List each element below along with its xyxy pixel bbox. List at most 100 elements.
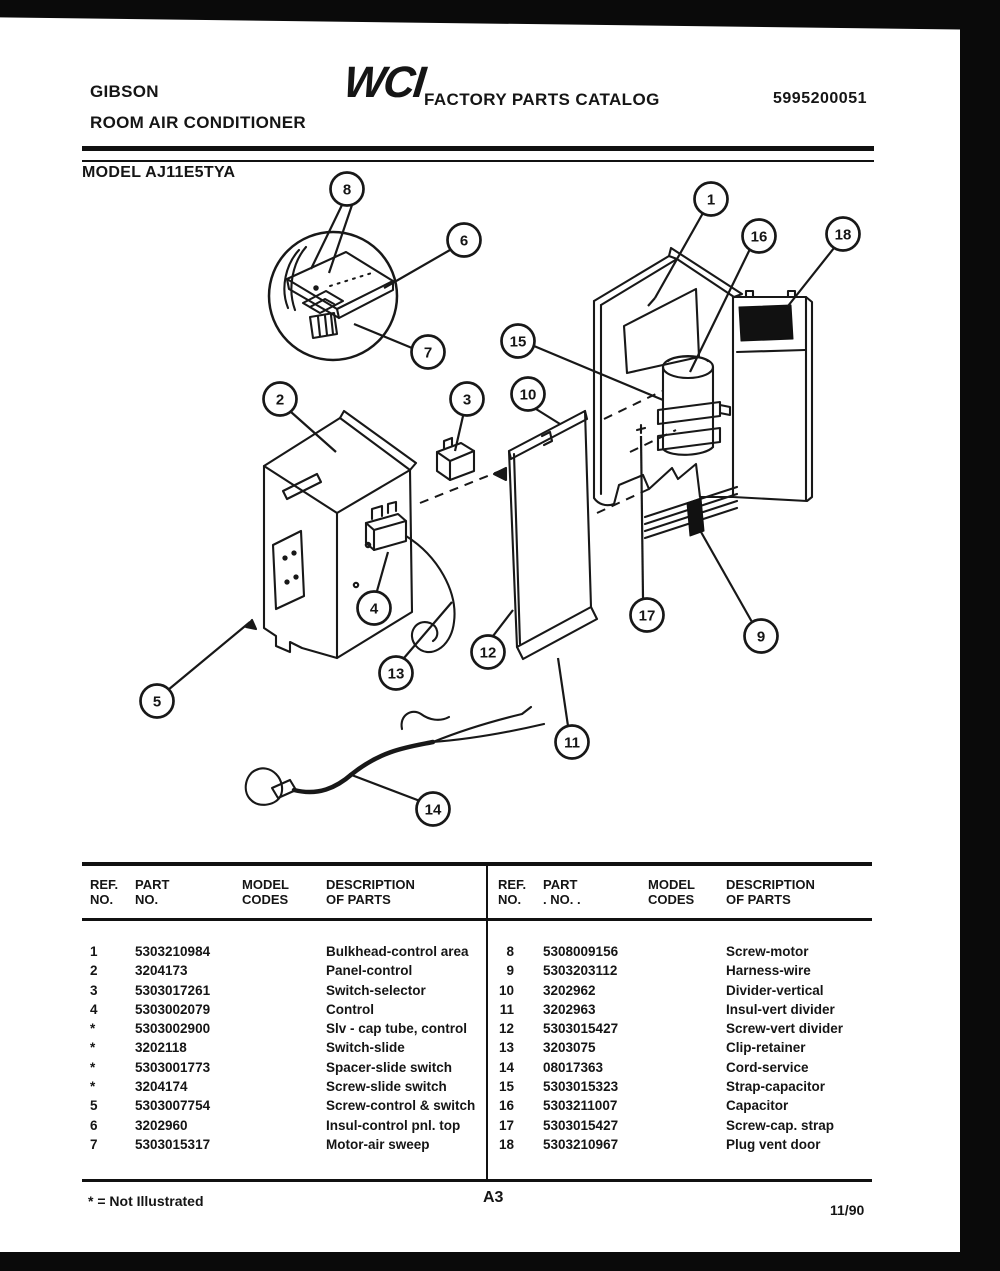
table-row: * 5303001773 Spacer-slide switch [82,1058,872,1077]
table-row: 18 5303210967 Plug vent door [82,1135,872,1154]
callout-circle [693,181,729,217]
callout-2: 2 [262,381,298,417]
table-row: 16 5303211007 Capacitor [82,1096,872,1115]
scan-right-bar [960,0,1000,1271]
date-code: 11/90 [830,1202,865,1218]
header-text: REF. [90,877,119,892]
part-no: 5308009156 [543,944,619,959]
table-row: 5 5303007754 Screw-control & switch [82,1096,872,1115]
callout-17: 17 [629,597,665,633]
page-code: A3 [483,1189,504,1206]
table-row: 9 5303203112 Harness-wire [82,961,872,980]
table-row: 8 5308009156 Screw-motor [82,942,872,961]
description: Screw-cap. strap [726,1117,835,1133]
ref-no: 17 [498,1117,514,1133]
callout-circle [446,222,482,258]
brand-line1: GIBSON [90,82,159,101]
table-row: 11 3202963 Insul-vert divider [82,1000,872,1019]
ref-no: 9 [506,963,514,979]
callout-number: 4 [370,601,379,618]
callout-leader-10 [535,408,561,425]
header-text: OF PARTS [726,892,791,907]
callout-1: 1 [693,181,729,217]
ref-no: 13 [498,1040,514,1056]
ref-no: 4 [90,1001,98,1017]
header-text: REF. [498,877,527,892]
header-text: CODES [242,892,289,907]
description: Strap-capacitor [726,1079,826,1095]
table-row: 15 5303015323 Strap-capacitor [82,1077,872,1096]
vertical-divider-part [492,409,599,661]
callout-9: 9 [743,618,779,654]
ref-no: * [90,1040,96,1056]
callout-12: 12 [470,634,506,670]
brand-line2: ROOM AIR CONDITIONER [90,113,306,132]
ref-no: 10 [498,982,514,998]
callout-circle [825,216,861,252]
callout-leader-1 [654,212,704,299]
table-row: * 3202118 Switch-slide [82,1038,872,1057]
description: Screw-motor [726,944,809,959]
callout-13: 13 [378,655,414,691]
callout-number: 6 [460,233,468,250]
table-center-divider [486,866,488,1179]
part-no: 5303002900 [135,1021,211,1037]
ref-no: 8 [506,944,514,959]
callout-circle [415,791,451,827]
capacitor-part [656,354,732,456]
description: Panel-control [326,963,413,979]
description: Insul-control pnl. top [326,1117,461,1133]
callout-leader-13 [403,601,453,659]
ref-no: 7 [90,1136,98,1152]
part-no: 5303203112 [543,963,618,979]
table-row: 10 3202962 Divider-vertical [82,981,872,1000]
callout-number: 18 [835,227,852,244]
description: Motor-air sweep [326,1136,430,1152]
not-illustrated-footnote: * = Not Illustrated [88,1193,204,1209]
description: Spacer-slide switch [326,1059,453,1075]
callout-16: 16 [741,218,777,254]
header-text: CODES [648,892,695,907]
callout-number: 17 [639,608,656,625]
callout-5: 5 [139,683,175,719]
part-no: 3204174 [135,1079,188,1095]
header-ref-right: REF. NO. [498,877,527,907]
ref-no: 2 [90,963,98,979]
callout-7: 7 [410,334,446,370]
header-text: MODEL [648,877,695,892]
table-row: * 3204174 Screw-slide switch [82,1077,872,1096]
callout-number: 14 [425,802,442,819]
description: Insul-vert divider [726,1001,835,1017]
part-no: 5303001773 [135,1059,211,1075]
table-row: 17 5303015427 Screw-cap. strap [82,1116,872,1135]
table-row: 6 3202960 Insul-control pnl. top [82,1116,872,1135]
callout-leader-8 [327,204,354,274]
ref-no: 3 [90,982,98,998]
ref-no: 6 [90,1117,98,1133]
callout-leader-2 [290,411,337,453]
part-no: 5303210967 [543,1136,619,1152]
ref-no: 1 [90,944,98,959]
callout-8: 8 [329,171,365,207]
ref-no: * [90,1021,96,1037]
part-no: 5303210984 [135,944,211,959]
ref-no: 15 [498,1079,514,1095]
callout-4: 4 [356,590,392,626]
part-no: 5303015427 [543,1117,619,1133]
callout-10: 10 [510,376,546,412]
part-no: 5303007754 [135,1098,211,1114]
callout-leader-11 [556,657,570,727]
ref-no: 5 [90,1098,98,1114]
table-row: 2 3204173 Panel-control [82,961,872,980]
header-rule [82,146,874,162]
callout-circle [743,618,779,654]
callout-number: 15 [510,334,527,351]
callout-circle [470,634,506,670]
callout-leader-12 [492,609,514,637]
callout-leader-17 [639,435,645,599]
description: Screw-slide switch [326,1079,447,1095]
callout-number: 10 [520,387,537,404]
part-no: 5303015317 [135,1136,211,1152]
